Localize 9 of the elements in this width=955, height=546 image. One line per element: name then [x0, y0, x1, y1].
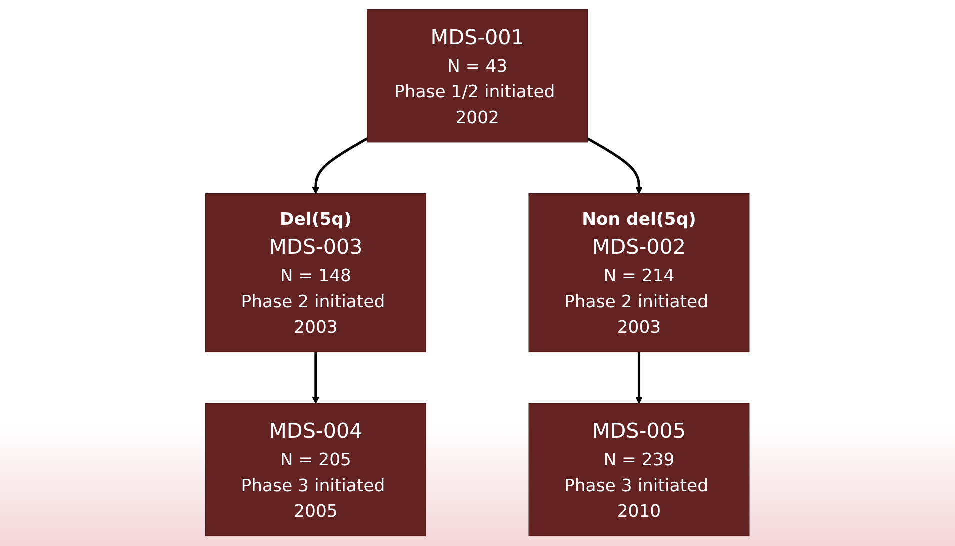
- arrow: [312, 352, 320, 404]
- arrow: [635, 352, 643, 404]
- node-box: MDS-001 N = 43 Phase 1/2 initiated 2002: [367, 9, 588, 143]
- node-box: MDS-004 N = 205 Phase 3 initiated 2005: [205, 403, 426, 537]
- node-box: MDS-005 N = 239 Phase 3 initiated 2010: [528, 403, 750, 537]
- node-box: Del(5q) MDS-003 N = 148 Phase 2 initiated 2003: [205, 193, 426, 353]
- arrow: [586, 138, 643, 194]
- arrow: [312, 138, 368, 194]
- node-box: Non del(5q) MDS-002 N = 214 Phase 2 initiated 2003: [528, 193, 750, 353]
